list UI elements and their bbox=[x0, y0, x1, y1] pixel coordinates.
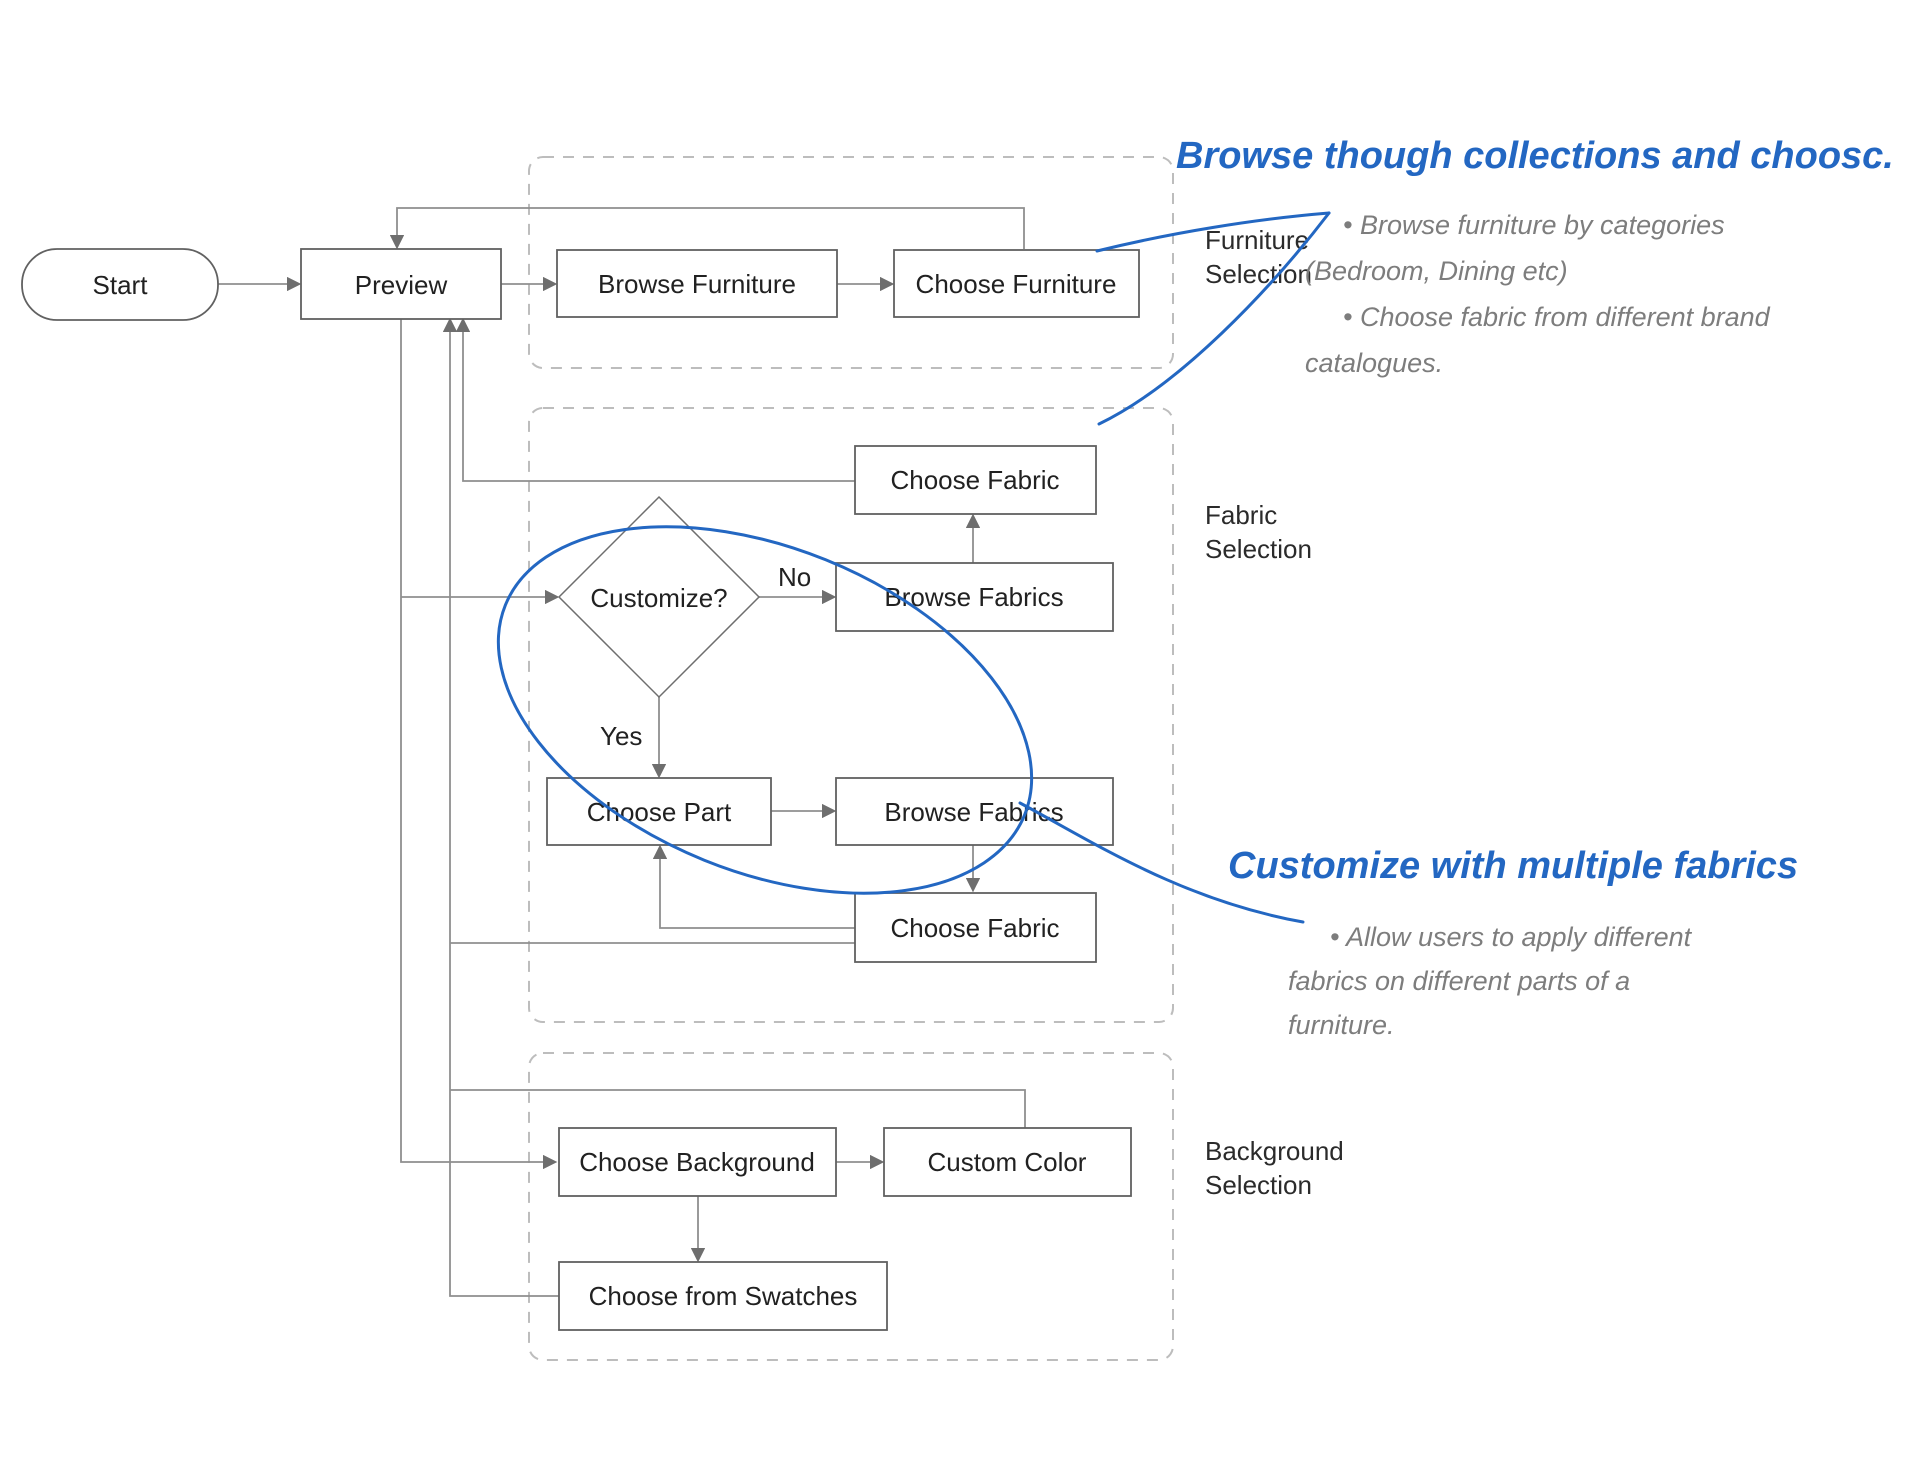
annotation-collections-bullet-2-cont: catalogues. bbox=[1305, 348, 1443, 378]
annotation-collections: Browse though collections and choosc. • … bbox=[1176, 135, 1894, 378]
node-choose-fabric-top-shape bbox=[854, 445, 1097, 515]
node-browse-furniture-label: Browse Furniture bbox=[598, 269, 796, 299]
node-customize-decision[interactable]: Customize? bbox=[557, 495, 761, 699]
node-choose-fabric-top-label: Choose Fabric bbox=[890, 465, 1059, 495]
callout-line-customize bbox=[1018, 801, 1305, 924]
annotation-collections-bullet-1: • Browse furniture by categories bbox=[1343, 210, 1725, 240]
annotation-customize: Customize with multiple fabrics • Allow … bbox=[1228, 845, 1798, 1040]
section-background-box bbox=[528, 1052, 1174, 1361]
node-start-label: Start bbox=[93, 270, 149, 300]
node-start[interactable]: Start bbox=[21, 248, 219, 321]
node-browse-fabrics-top-label: Browse Fabrics bbox=[884, 582, 1063, 612]
connector-choose-fabric-choose-part-loop bbox=[652, 844, 855, 929]
node-preview[interactable]: Preview bbox=[300, 248, 502, 320]
annotation-collections-bullet-2: • Choose fabric from different brand bbox=[1343, 302, 1771, 332]
node-preview-label: Preview bbox=[355, 270, 448, 300]
node-choose-from-swatches-shape bbox=[558, 1261, 888, 1331]
node-browse-fabrics-top[interactable]: Browse Fabrics bbox=[835, 562, 1114, 632]
node-choose-background-label: Choose Background bbox=[579, 1147, 815, 1177]
node-custom-color-shape bbox=[883, 1127, 1132, 1197]
section-label-furniture-line1: Furniture bbox=[1205, 225, 1309, 255]
section-label-background-line1: Background bbox=[1205, 1136, 1344, 1166]
node-choose-furniture-label: Choose Furniture bbox=[916, 269, 1117, 299]
node-choose-from-swatches-label: Choose from Swatches bbox=[589, 1281, 858, 1311]
section-label-fabric-line2: Selection bbox=[1205, 534, 1312, 564]
node-customize-decision-shape bbox=[557, 495, 761, 699]
connector-choose-fabric-top-preview-feedback bbox=[455, 317, 855, 482]
annotation-collections-bullet-1-cont: (Bedroom, Dining etc) bbox=[1305, 256, 1568, 286]
annotation-customize-bullet-1: • Allow users to apply different bbox=[1330, 922, 1693, 952]
annotation-customize-title: Customize with multiple fabrics bbox=[1228, 845, 1798, 887]
section-label-fabric-line1: Fabric bbox=[1205, 500, 1277, 530]
node-choose-fabric-bottom-label: Choose Fabric bbox=[890, 913, 1059, 943]
node-choose-fabric-top[interactable]: Choose Fabric bbox=[854, 445, 1097, 515]
node-choose-background[interactable]: Choose Background bbox=[558, 1127, 837, 1197]
node-browse-fabrics-bottom-shape bbox=[835, 777, 1114, 846]
annotation-customize-bullet-1-cont2: furniture. bbox=[1288, 1010, 1395, 1040]
section-label-furniture-line2: Selection bbox=[1205, 259, 1312, 289]
connector-preview-choose-background bbox=[400, 319, 558, 1170]
node-customize-decision-label: Customize? bbox=[590, 583, 727, 613]
node-choose-part-label: Choose Part bbox=[587, 797, 732, 827]
section-label-fabric: Fabric Selection bbox=[1205, 500, 1312, 564]
node-browse-furniture[interactable]: Browse Furniture bbox=[556, 249, 838, 318]
node-preview-shape bbox=[300, 248, 502, 320]
section-label-background-line2: Selection bbox=[1205, 1170, 1312, 1200]
section-label-background: Background Selection bbox=[1205, 1136, 1344, 1200]
edge-label-no: No bbox=[778, 562, 811, 592]
connector-swatches-preview-feedback bbox=[442, 317, 559, 1297]
edge-label-yes: Yes bbox=[600, 721, 642, 751]
node-choose-fabric-bottom-shape bbox=[854, 892, 1097, 963]
node-choose-fabric-bottom[interactable]: Choose Fabric bbox=[854, 892, 1097, 963]
connector-custom-color-feedback bbox=[450, 1089, 1026, 1128]
connector-choose-furniture-preview-feedback bbox=[389, 207, 1025, 250]
node-custom-color-label: Custom Color bbox=[928, 1147, 1087, 1177]
node-browse-fabrics-bottom[interactable]: Browse Fabrics bbox=[835, 777, 1114, 846]
node-choose-furniture-shape bbox=[893, 249, 1140, 318]
node-choose-background-shape bbox=[558, 1127, 837, 1197]
node-custom-color[interactable]: Custom Color bbox=[883, 1127, 1132, 1197]
node-browse-fabrics-top-shape bbox=[835, 562, 1114, 632]
annotation-customize-bullet-1-cont1: fabrics on different parts of a bbox=[1288, 966, 1630, 996]
section-furniture-box bbox=[528, 156, 1174, 369]
node-browse-furniture-shape bbox=[556, 249, 838, 318]
node-choose-part[interactable]: Choose Part bbox=[546, 777, 772, 846]
node-choose-from-swatches[interactable]: Choose from Swatches bbox=[558, 1261, 888, 1331]
callout-line-collections-lower bbox=[1097, 211, 1331, 426]
section-label-furniture: Furniture Selection bbox=[1205, 225, 1312, 289]
section-fabric-box bbox=[528, 407, 1174, 1023]
node-start-shape bbox=[21, 248, 219, 321]
annotation-collections-title: Browse though collections and choosc. bbox=[1176, 135, 1894, 177]
emphasis-ellipse bbox=[496, 525, 1034, 895]
callout-line-collections-upper bbox=[1095, 211, 1331, 253]
node-choose-furniture[interactable]: Choose Furniture bbox=[893, 249, 1140, 318]
